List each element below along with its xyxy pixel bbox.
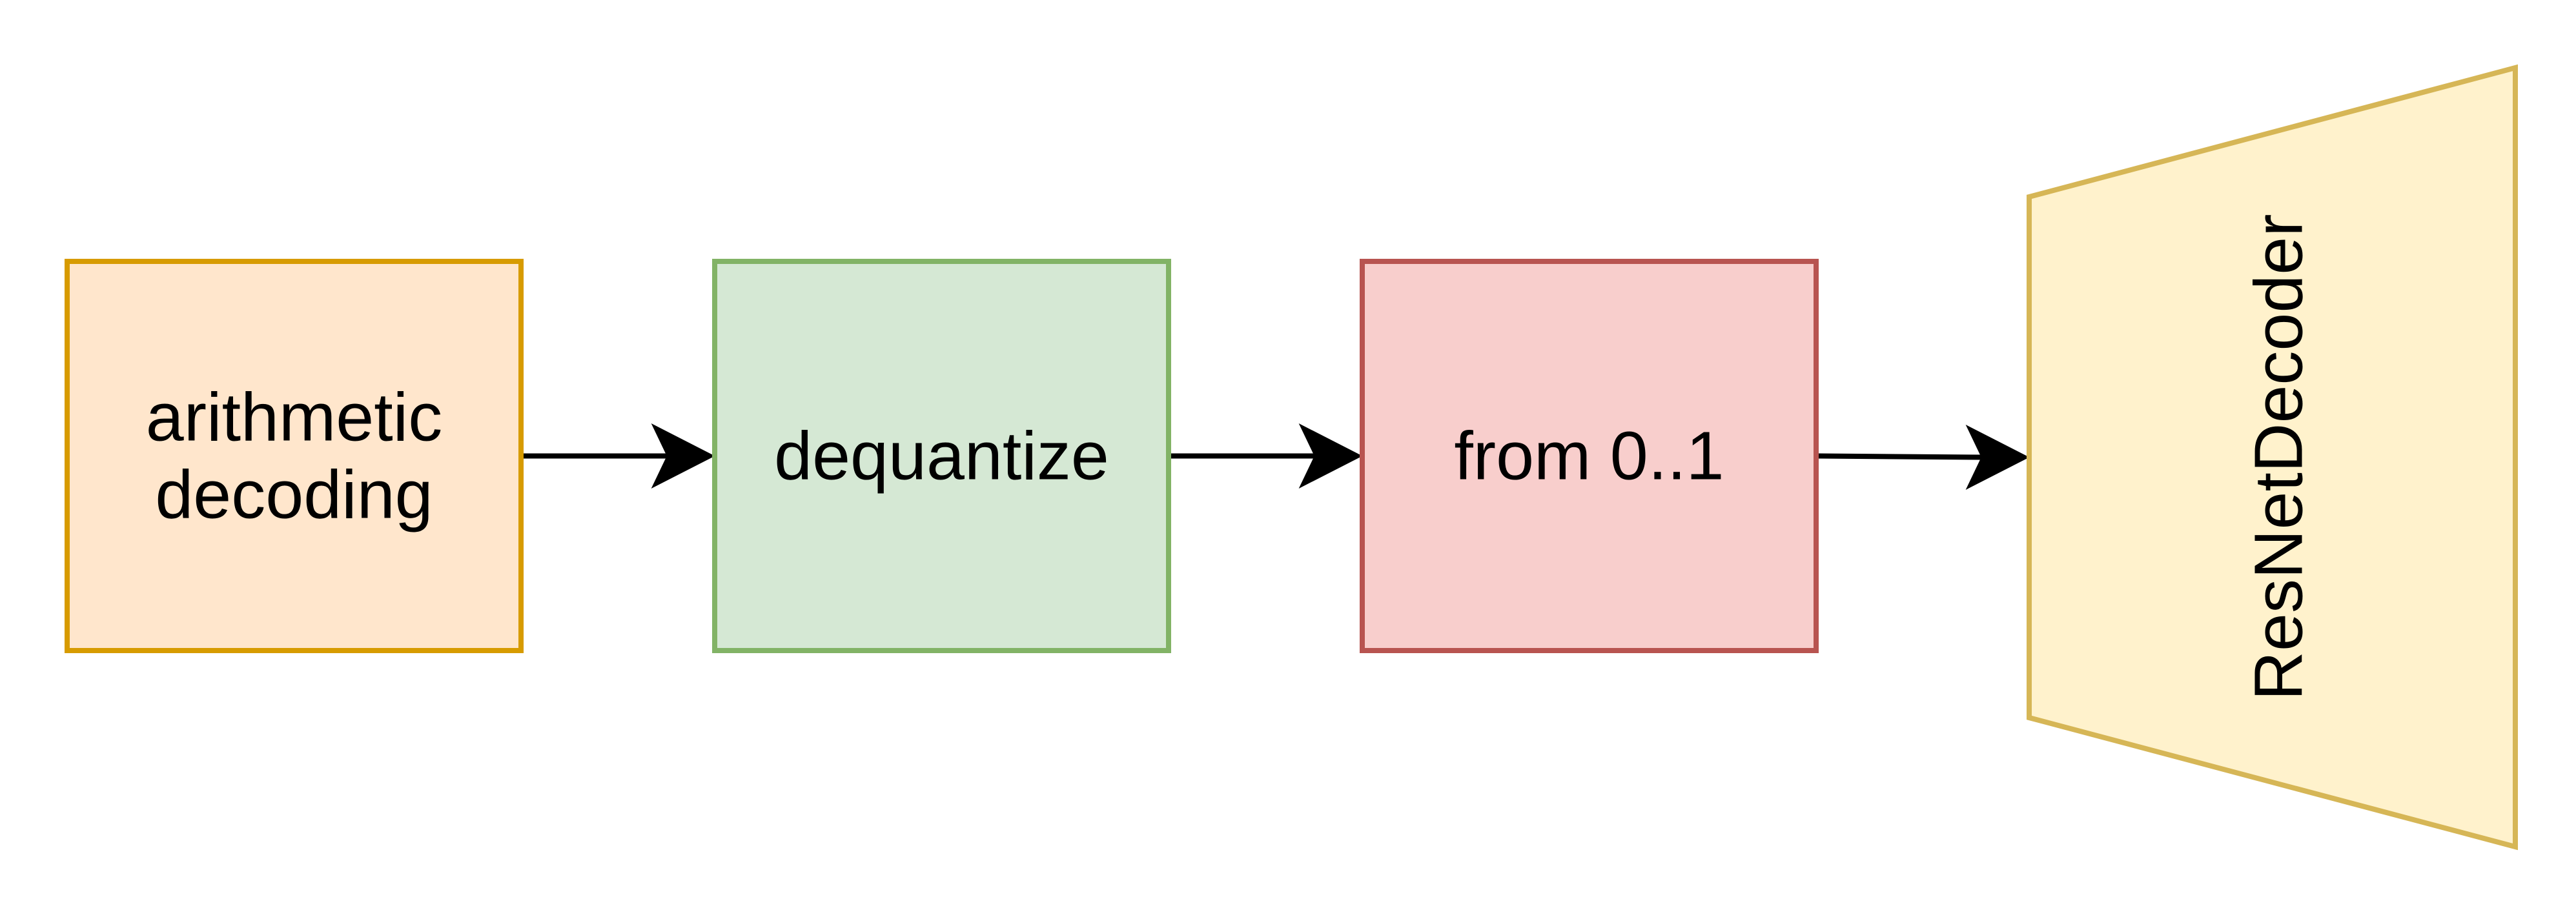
node-label-line: from 0..1 [1454,418,1724,494]
edge-arrow-dequantize-to-from-0-1 [1171,423,1363,489]
arrowhead-icon [651,423,715,489]
node-shape-arithmetic-decoding [65,259,524,653]
arrowhead-icon [1965,425,2030,490]
edge-arrow-arithmetic-decoding-to-dequantize [524,423,715,489]
node-dequantize: dequantize [712,259,1171,653]
node-label-line: ResNetDecoder [2241,214,2317,700]
node-from-0-1: from 0..1 [1360,259,1819,653]
node-label-resnet-decoder: ResNetDecoder [2241,214,2317,700]
node-label-dequantize: dequantize [774,418,1109,494]
edge-arrow-from-0-1-to-resnet-decoder [1818,425,2030,490]
node-label-from-0-1: from 0..1 [1454,418,1724,494]
edge-line [1818,453,1983,460]
node-resnet-decoder: ResNetDecoder [2027,64,2518,851]
node-shape-dequantize [712,259,1171,653]
node-shape-resnet-decoder [2027,64,2518,851]
edges-layer [524,423,2030,490]
node-label-line: dequantize [774,418,1109,494]
node-shape-from-0-1 [1360,259,1819,653]
node-label-line: decoding [155,457,433,533]
arrowhead-icon [1298,423,1363,489]
node-label-line: arithmetic [146,379,442,456]
